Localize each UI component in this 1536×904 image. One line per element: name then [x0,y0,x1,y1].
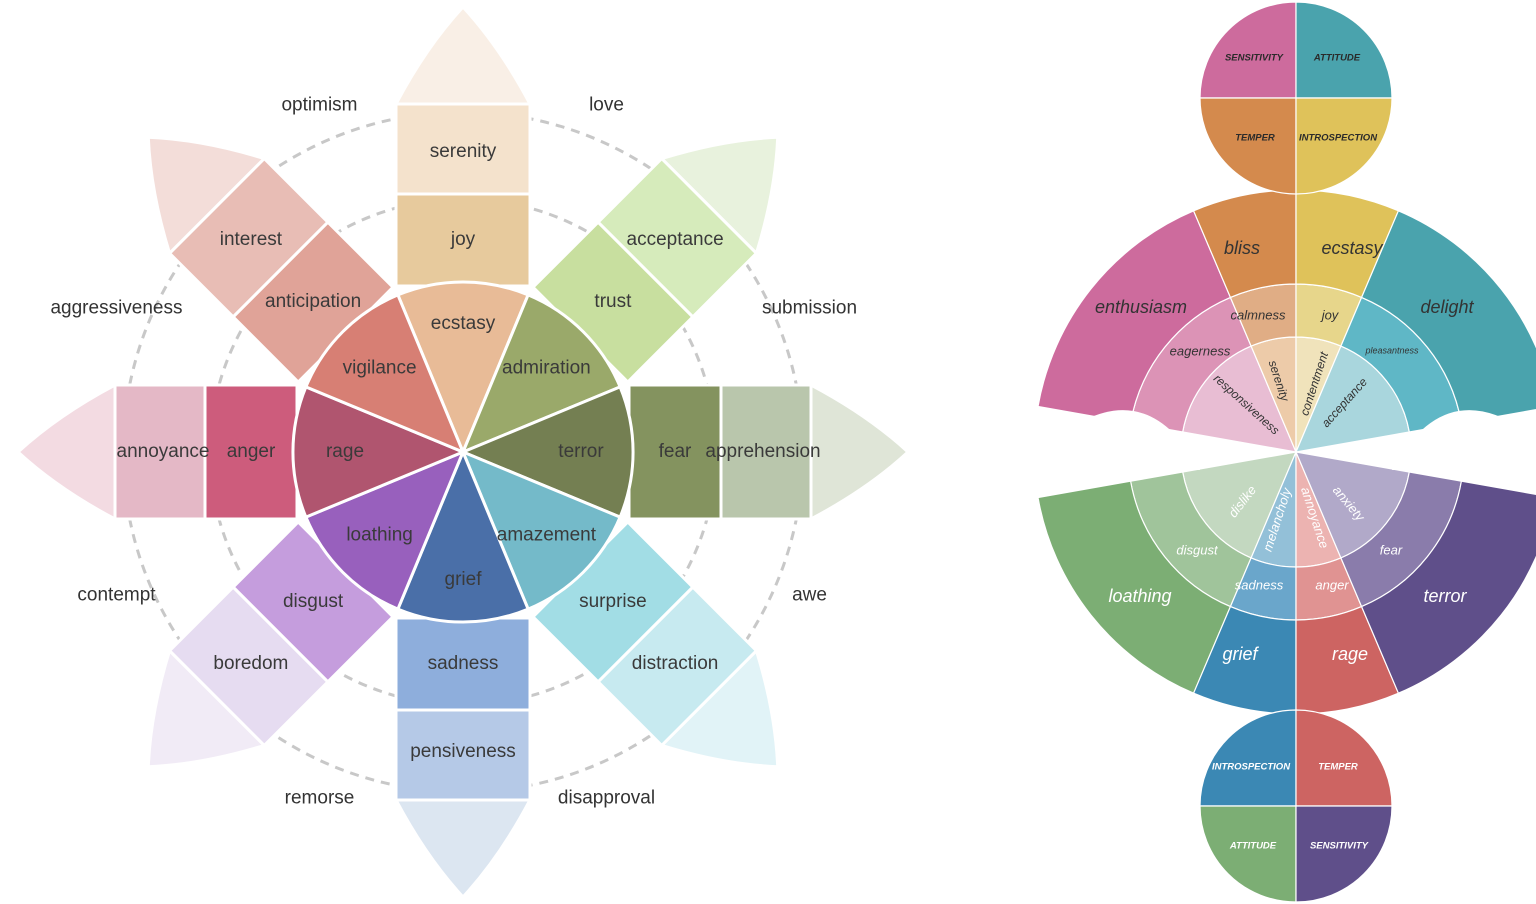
bottom-circle-introspection [1199,709,1297,807]
upper-outer-delight [1360,210,1536,424]
top-circle-introspection [1295,97,1393,195]
petal-fear-tip [809,382,911,522]
dyad-label-submission: submission [762,298,857,319]
emotion-label-vigilance: vigilance [343,358,417,379]
top-circle-label-temper: TEMPER [1235,133,1275,144]
emotion-label-loathing: loathing [346,524,413,545]
emotion-label-fear: fear [659,441,692,462]
emotion-label-anger: anger [227,441,276,462]
fan-edge-mask-right [1392,410,1536,470]
lower-label-rage: rage [1332,644,1368,664]
emotion-label-terror: terror [558,441,604,462]
lower-outer-grief [1192,605,1297,715]
petal-anger [15,382,299,522]
lower-label-sadness: sadness [1235,577,1284,592]
top-circle-temper [1199,97,1297,195]
petal-sadness-core [395,448,531,624]
petal-joy-core [395,280,531,456]
petal-joy [393,4,533,288]
bottom-circle-label-sensitivity: SENSITIVITY [1310,841,1370,852]
petal-anger-tip [15,382,117,522]
petal-fear-core [459,384,635,520]
emotion-label-anticipation: anticipation [265,291,361,312]
dyad-label-love: love [589,95,624,116]
upper-label-enthusiasm: enthusiasm [1095,297,1187,317]
top-circle-attitude [1295,1,1393,99]
fan-edge-mask-left [1040,410,1200,470]
emotion-label-boredom: boredom [213,653,288,674]
petal-trust [530,135,780,385]
lower-label-loathing: loathing [1108,586,1171,606]
lower-label-terror: terror [1423,586,1467,606]
emotion-label-amazement: amazement [497,524,597,545]
petal-disgust [146,519,396,769]
plutchik-wheel: serenity joy ecstasy acceptance trust admirat… [15,4,911,900]
dyad-label-contempt: contempt [77,585,156,606]
upper-label-delight: delight [1420,297,1474,317]
lower-label-anger: anger [1315,577,1349,592]
emotion-label-pensiveness: pensiveness [410,741,516,762]
emotion-label-annoyance: annoyance [117,441,210,462]
lower-outer-loathing [1037,480,1232,694]
emotion-label-distraction: distraction [632,653,719,674]
emotion-label-rage: rage [326,441,364,462]
hourglass-model: SENSITIVITY ATTITUDE TEMPER INTROSPECTION IN… [1037,1,1536,903]
petal-sadness-tip [393,798,533,900]
upper-label-joy: joy [1320,307,1340,322]
emotion-label-sadness: sadness [428,653,499,674]
bottom-circle-attitude [1199,805,1297,903]
lower-label-fear: fear [1380,542,1403,557]
lower-label-disgust: disgust [1176,542,1219,557]
emotion-label-trust: trust [594,291,632,312]
bottom-circle-sensitivity [1295,805,1393,903]
upper-label-pleasantness: pleasantness [1364,345,1419,355]
top-circle-label-introspection: INTROSPECTION [1299,133,1378,144]
petal-sadness [393,616,533,900]
petal-disgust-core [303,449,466,612]
upper-label-bliss: bliss [1224,238,1260,258]
petal-disgust-tip [146,647,268,769]
emotion-label-serenity: serenity [430,141,497,162]
petal-joy-tip [393,4,533,106]
dyad-label-aggressiveness: aggressiveness [50,298,182,319]
emotion-label-apprehension: apprehension [705,441,820,462]
emotion-label-joy: joy [450,229,476,250]
petal-anger-core [291,384,467,520]
dyad-label-disapproval: disapproval [558,788,655,809]
bottom-circle-temper [1295,709,1393,807]
emotion-label-surprise: surprise [579,591,647,612]
upper-label-ecstasy: ecstasy [1321,238,1383,258]
dyad-label-optimism: optimism [281,95,357,116]
petal-anticipation-tip [146,135,268,257]
upper-label-calmness: calmness [1231,307,1286,322]
petal-surprise-core [460,449,623,612]
petal-trust-tip [658,135,780,257]
emotion-label-admiration: admiration [502,358,591,379]
dyad-label-remorse: remorse [285,788,355,809]
bottom-circle-label-introspection: INTROSPECTION [1212,762,1291,773]
lower-outer-terror [1360,480,1536,694]
petal-fear [627,382,911,522]
top-circle-label-sensitivity: SENSITIVITY [1225,53,1285,64]
petal-surprise-tip [658,647,780,769]
emotion-label-grief: grief [445,569,483,590]
emotion-label-disgust: disgust [283,591,344,612]
bottom-circle-label-temper: TEMPER [1318,762,1358,773]
emotion-label-ecstasy: ecstasy [431,313,496,334]
bottom-circle-label-attitude: ATTITUDE [1229,841,1277,852]
petal-trust-core [460,292,623,455]
lower-label-grief: grief [1222,644,1259,664]
top-circle-label-attitude: ATTITUDE [1313,53,1361,64]
emotion-label-interest: interest [220,229,283,250]
petal-anticipation-core [303,292,466,455]
top-circle-sensitivity [1199,1,1297,99]
upper-label-eagerness: eagerness [1170,343,1231,358]
emotion-label-acceptance: acceptance [627,229,724,250]
dyad-label-awe: awe [792,585,827,606]
